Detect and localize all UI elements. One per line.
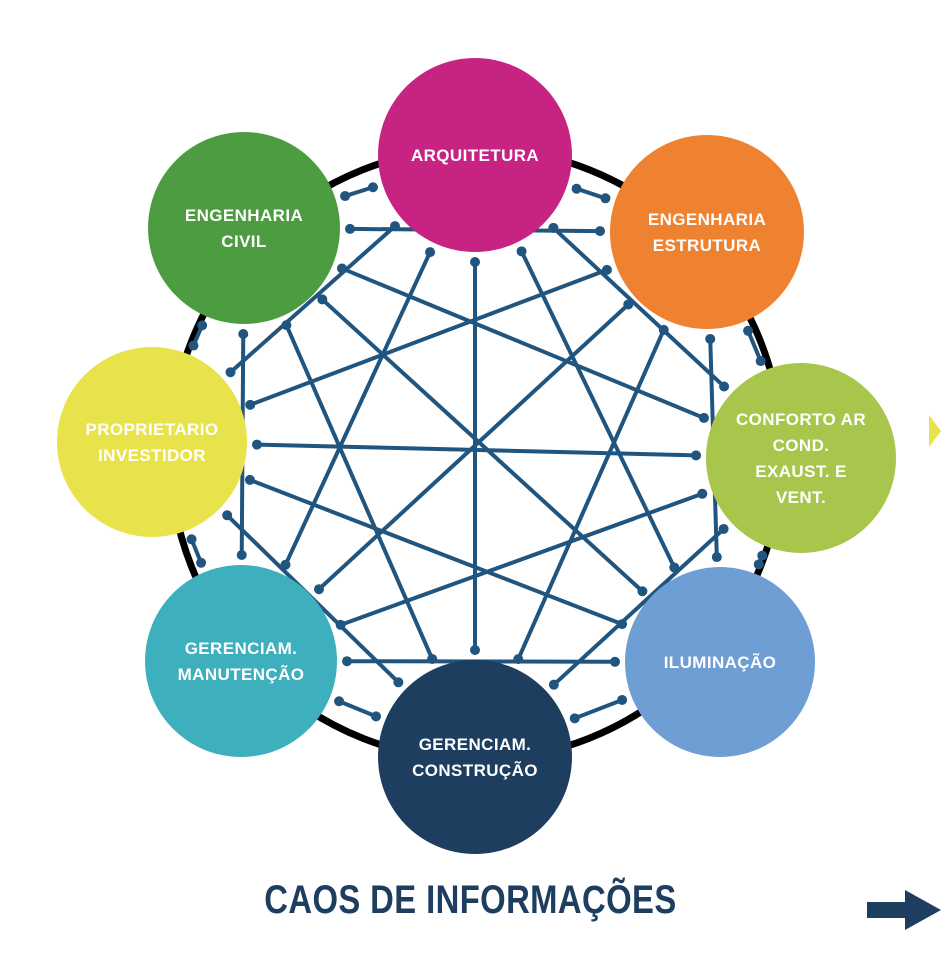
edge-dot xyxy=(617,619,628,630)
edge-dot xyxy=(393,677,404,688)
edge-dot xyxy=(251,439,262,450)
edge-dot xyxy=(637,586,648,597)
edge-dot xyxy=(601,264,612,275)
edge-engenharia-estrutura--gerenciam-construcao xyxy=(516,329,666,660)
node-engenharia-estrutura xyxy=(610,135,804,329)
edge-dot xyxy=(711,552,722,563)
caption: CAOS DE INFORMAÇÕES xyxy=(264,878,677,922)
forward-arrow-icon xyxy=(867,890,941,930)
edge-dot xyxy=(317,294,328,305)
edge-dot xyxy=(197,320,208,331)
edge-engenharia-estrutura--gerenciam-manutencao xyxy=(317,302,630,591)
edge-dot xyxy=(610,656,621,667)
node-label-gerenciam-construcao: GERENCIAM.CONSTRUÇÃO xyxy=(412,735,538,780)
edge-dot xyxy=(186,534,197,545)
edge-dot xyxy=(658,324,669,335)
edge-conforto-ar--gerenciam-construcao xyxy=(552,527,725,687)
edge-iluminacao--gerenciam-construcao xyxy=(574,698,623,721)
edge-dot xyxy=(623,299,634,310)
node-gerenciam-construcao xyxy=(378,660,572,854)
edge-conforto-ar--gerenciam-manutencao xyxy=(339,491,703,627)
edge-dot xyxy=(244,474,255,485)
edge-dot xyxy=(470,645,480,655)
node-iluminacao xyxy=(625,567,815,757)
edge-dot xyxy=(371,711,382,722)
node-conforto-ar xyxy=(706,363,896,553)
edge-conforto-ar--proprietario-investidor xyxy=(256,442,697,458)
edge-dot xyxy=(340,191,351,202)
edge-iluminacao--engenharia-civil xyxy=(320,297,644,593)
edge-dot xyxy=(743,325,754,336)
edge-dot xyxy=(336,263,347,274)
edge-dot xyxy=(719,381,730,392)
node-engenharia-civil xyxy=(148,132,340,324)
edge-dot xyxy=(425,247,436,258)
edge-dot xyxy=(548,679,559,690)
edge-dot xyxy=(753,559,764,570)
edge-dot xyxy=(697,488,708,499)
edge-dot xyxy=(718,523,729,534)
node-label-iluminacao: ILUMINAÇÃO xyxy=(664,652,777,672)
node-arquitetura xyxy=(378,58,572,252)
node-label-gerenciam-manutencao: GERENCIAM.MANUTENÇÃO xyxy=(178,639,305,684)
edge-dot xyxy=(691,450,702,461)
edge-dot xyxy=(367,182,378,193)
edge-dot xyxy=(245,399,256,410)
edge-dot xyxy=(196,557,207,568)
edge-dot xyxy=(595,226,606,237)
edge-dot xyxy=(341,656,352,667)
edge-dot xyxy=(344,223,355,234)
edge-arquitetura--proprietario-investidor xyxy=(229,224,397,374)
edge-dot xyxy=(757,550,768,561)
edge-dot xyxy=(600,193,611,204)
edge-dot xyxy=(225,367,236,378)
edge-arquitetura--engenharia-estrutura xyxy=(575,186,607,201)
node-gerenciam-manutencao xyxy=(145,565,337,757)
edge-dot xyxy=(236,550,247,561)
edge-dot xyxy=(755,356,766,367)
edge-arquitetura--conforto-ar xyxy=(552,226,726,388)
edge-conforto-ar--engenharia-civil xyxy=(341,266,705,420)
edge-dot xyxy=(569,713,580,724)
edge-dot xyxy=(516,246,527,257)
edge-dot xyxy=(698,412,709,423)
node-proprietario-investidor xyxy=(57,347,247,537)
forward-arrow-shape xyxy=(867,890,941,930)
edge-gerenciam-construcao--gerenciam-manutencao xyxy=(338,699,377,719)
edge-dot xyxy=(705,333,716,344)
edge-arquitetura--gerenciam-manutencao xyxy=(283,251,432,566)
edge-dot xyxy=(617,694,628,705)
edge-iluminacao--proprietario-investidor xyxy=(249,478,623,626)
edge-dot xyxy=(238,328,249,339)
edge-engenharia-estrutura--conforto-ar xyxy=(746,330,763,362)
edge-dot xyxy=(281,320,292,331)
yellow-marker-shape xyxy=(929,415,941,447)
caption-row: CAOS DE INFORMAÇÕES xyxy=(0,878,941,923)
edge-gerenciam-construcao--engenharia-civil xyxy=(284,324,435,660)
edge-dot xyxy=(188,340,199,351)
node-label-arquitetura: ARQUITETURA xyxy=(411,146,539,165)
yellow-marker-icon xyxy=(929,415,941,447)
edge-dot xyxy=(313,584,324,595)
edge-dot xyxy=(334,696,345,707)
edge-dot xyxy=(427,653,438,664)
edge-dot xyxy=(571,183,582,194)
edge-dot xyxy=(470,257,480,267)
edge-dot xyxy=(222,510,233,521)
